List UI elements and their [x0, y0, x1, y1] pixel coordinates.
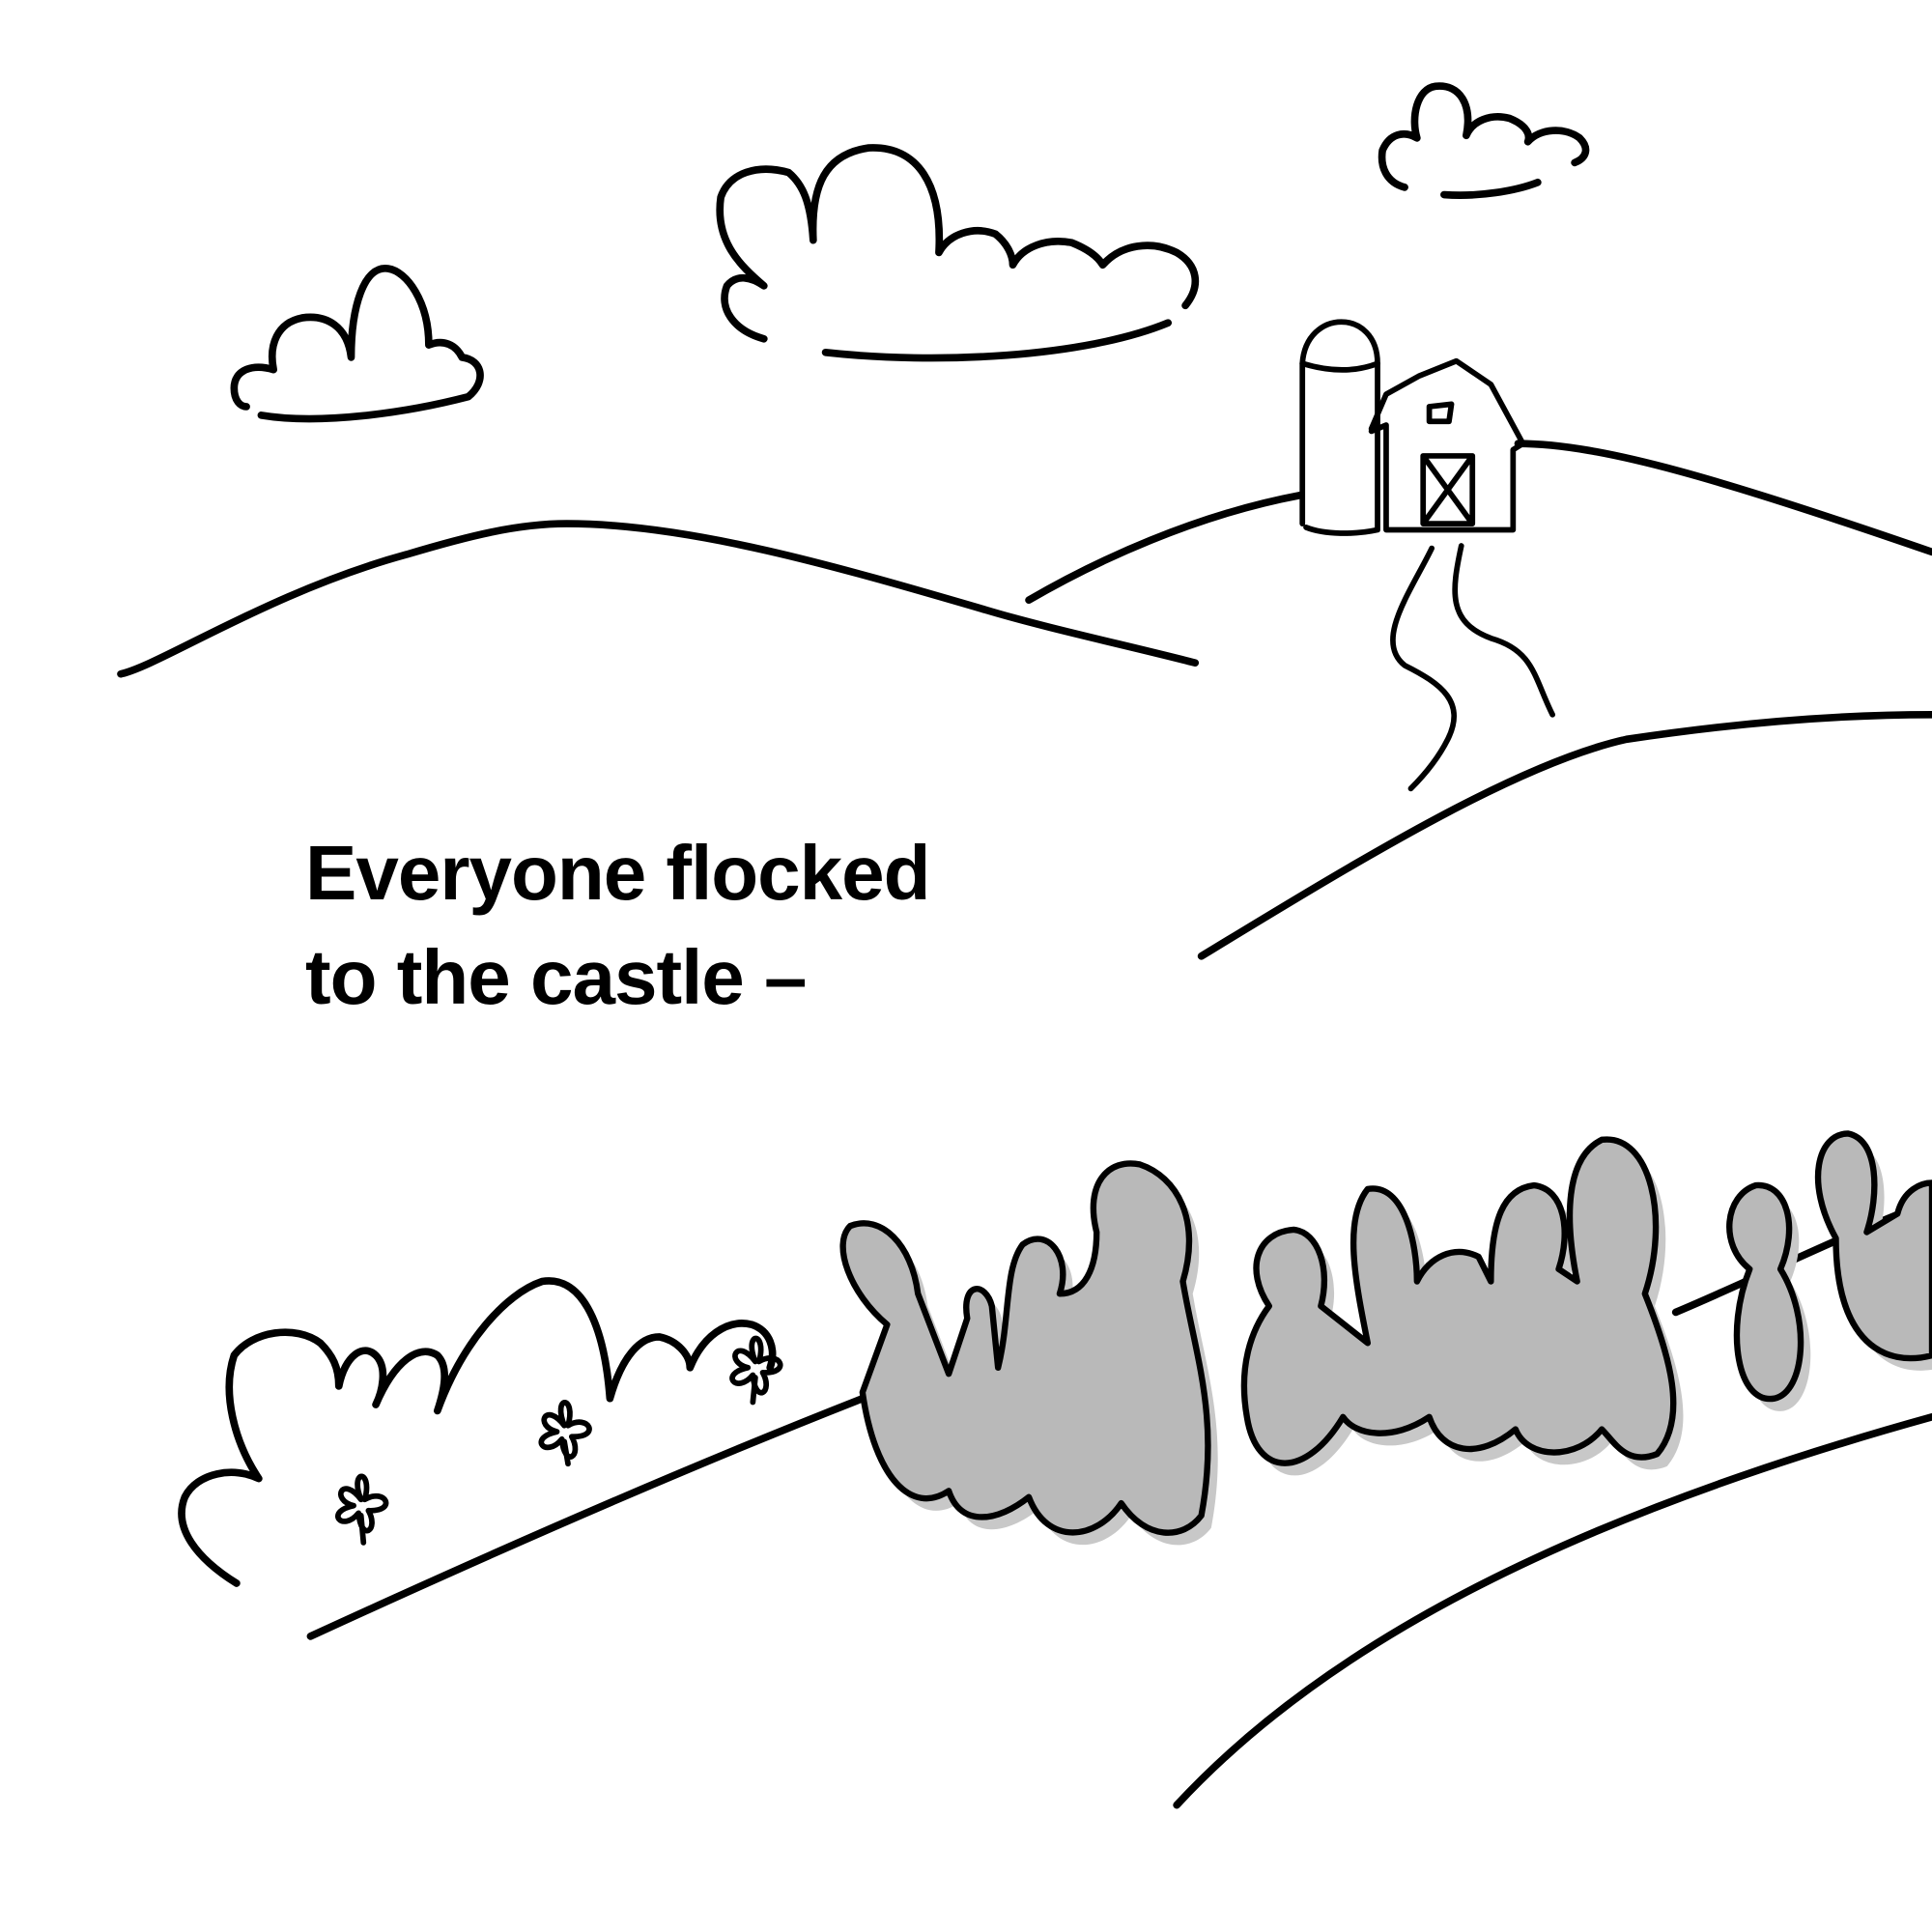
crowd [839, 1130, 1932, 1546]
cloud-left [230, 265, 484, 423]
caption-line-1: Everyone flocked [305, 830, 930, 916]
hill-left [117, 520, 1200, 678]
cloud-right [1378, 82, 1590, 199]
barn [1368, 357, 1526, 533]
caption-text: Everyone flocked to the castle – [305, 821, 930, 1030]
bush [178, 1277, 777, 1587]
hill-middle [1025, 491, 1304, 604]
caption-line-2: to the castle – [305, 934, 808, 1020]
hill-barn [1514, 440, 1932, 556]
cloud-middle [716, 144, 1200, 362]
flower-icon [335, 1335, 783, 1546]
road [1390, 543, 1556, 792]
hill-bottom [1173, 1413, 1932, 1809]
hill-right [1197, 710, 1932, 960]
silo [1299, 319, 1380, 536]
